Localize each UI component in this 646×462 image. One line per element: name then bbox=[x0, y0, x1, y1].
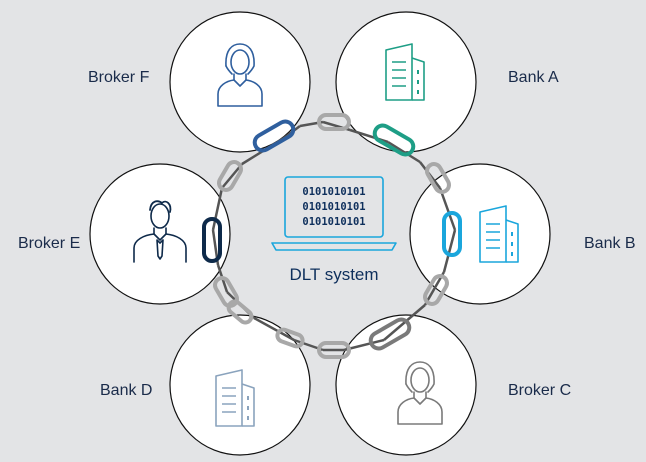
chain-link-junction bbox=[213, 276, 239, 308]
building-icon bbox=[215, 369, 255, 427]
chain-link-broker-c bbox=[368, 317, 412, 351]
chain-wire bbox=[387, 140, 421, 164]
center-label: DLT system bbox=[289, 265, 378, 284]
chain-link-junction bbox=[423, 274, 449, 306]
chain-wire bbox=[221, 163, 243, 189]
building-icon bbox=[385, 43, 425, 101]
laptop-icon: 0101010101 0101010101 0101010101 bbox=[271, 176, 397, 251]
binary-line-1: 0101010101 bbox=[302, 186, 365, 198]
node-circles bbox=[89, 11, 551, 456]
chain-link-junction bbox=[275, 327, 305, 349]
chain-wire bbox=[442, 229, 457, 273]
label-broker-f: Broker F bbox=[88, 69, 150, 86]
node-circle-broker-e bbox=[89, 163, 231, 305]
chain-wire bbox=[211, 187, 224, 231]
chain-link-junction bbox=[317, 341, 351, 359]
person-female-icon bbox=[397, 361, 443, 425]
chain-link-junction bbox=[425, 162, 451, 194]
label-broker-c: Broker C bbox=[508, 382, 571, 399]
building-icon bbox=[479, 205, 519, 263]
node-circle-bank-d bbox=[169, 314, 311, 456]
chain-wire bbox=[253, 316, 295, 342]
chain-link-broker-f bbox=[252, 119, 296, 153]
label-bank-b: Bank B bbox=[584, 235, 636, 252]
chain-link-junction bbox=[226, 299, 254, 325]
person-male-icon bbox=[133, 200, 187, 263]
label-broker-e: Broker E bbox=[18, 235, 80, 252]
chain-wire bbox=[383, 304, 426, 341]
chain-link-bank-a bbox=[372, 123, 416, 157]
chain-link-junction bbox=[317, 113, 351, 131]
chain-link-bank-b bbox=[442, 211, 462, 257]
chain-link-broker-e bbox=[202, 217, 222, 263]
blockchain-chain bbox=[202, 113, 462, 359]
binary-line-2: 0101010101 bbox=[302, 201, 365, 213]
binary-line-3: 0101010101 bbox=[302, 216, 365, 228]
chain-link-junction bbox=[217, 160, 243, 192]
person-female-icon bbox=[217, 43, 263, 107]
node-circle-broker-f bbox=[169, 11, 311, 153]
label-bank-d: Bank D bbox=[100, 382, 152, 399]
chain-wire bbox=[438, 187, 457, 231]
label-bank-a: Bank A bbox=[508, 69, 559, 86]
